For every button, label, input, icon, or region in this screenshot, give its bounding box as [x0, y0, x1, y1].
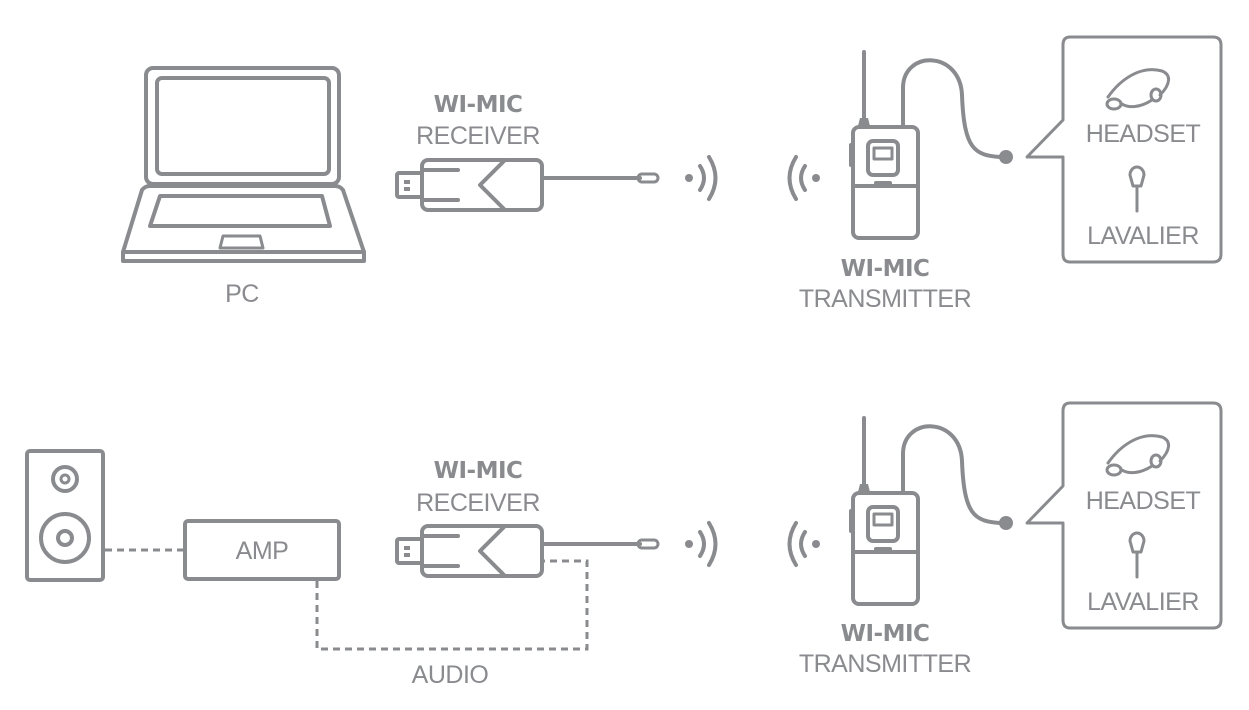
pc-laptop-icon	[121, 66, 366, 263]
lavalier-label: LAVALIER	[1087, 588, 1199, 616]
receiver-label: RECEIVER	[416, 122, 540, 150]
audio-label: AUDIO	[412, 661, 489, 689]
audio-cable	[315, 559, 589, 651]
bodypack-transmitter-icon	[849, 50, 1015, 240]
transmitter-brand: WI-MIC	[841, 621, 930, 647]
transmitter-label: TRANSMITTER	[799, 650, 971, 678]
wireless-signal-out-icon	[685, 521, 718, 567]
lavalier-label: LAVALIER	[1087, 222, 1199, 250]
receiver-brand: WI-MIC	[434, 92, 523, 118]
wireless-signal-out-icon	[685, 155, 718, 201]
receiver-brand: WI-MIC	[434, 458, 523, 484]
transmitter-brand: WI-MIC	[841, 256, 930, 282]
receiver-dongle-icon	[395, 524, 660, 578]
wireless-signal-in-icon	[787, 155, 820, 201]
receiver-label: RECEIVER	[416, 489, 540, 517]
speaker-icon	[25, 449, 105, 582]
amp-label: AMP	[236, 537, 289, 565]
wireless-signal-in-icon	[787, 521, 820, 567]
transmitter-label: TRANSMITTER	[799, 285, 971, 313]
bodypack-transmitter-icon	[849, 416, 1015, 606]
headset-label: HEADSET	[1086, 487, 1201, 515]
receiver-dongle-icon	[395, 158, 660, 212]
headset-label: HEADSET	[1086, 120, 1201, 148]
pc-label: PC	[225, 280, 259, 308]
amp-box	[183, 519, 341, 581]
